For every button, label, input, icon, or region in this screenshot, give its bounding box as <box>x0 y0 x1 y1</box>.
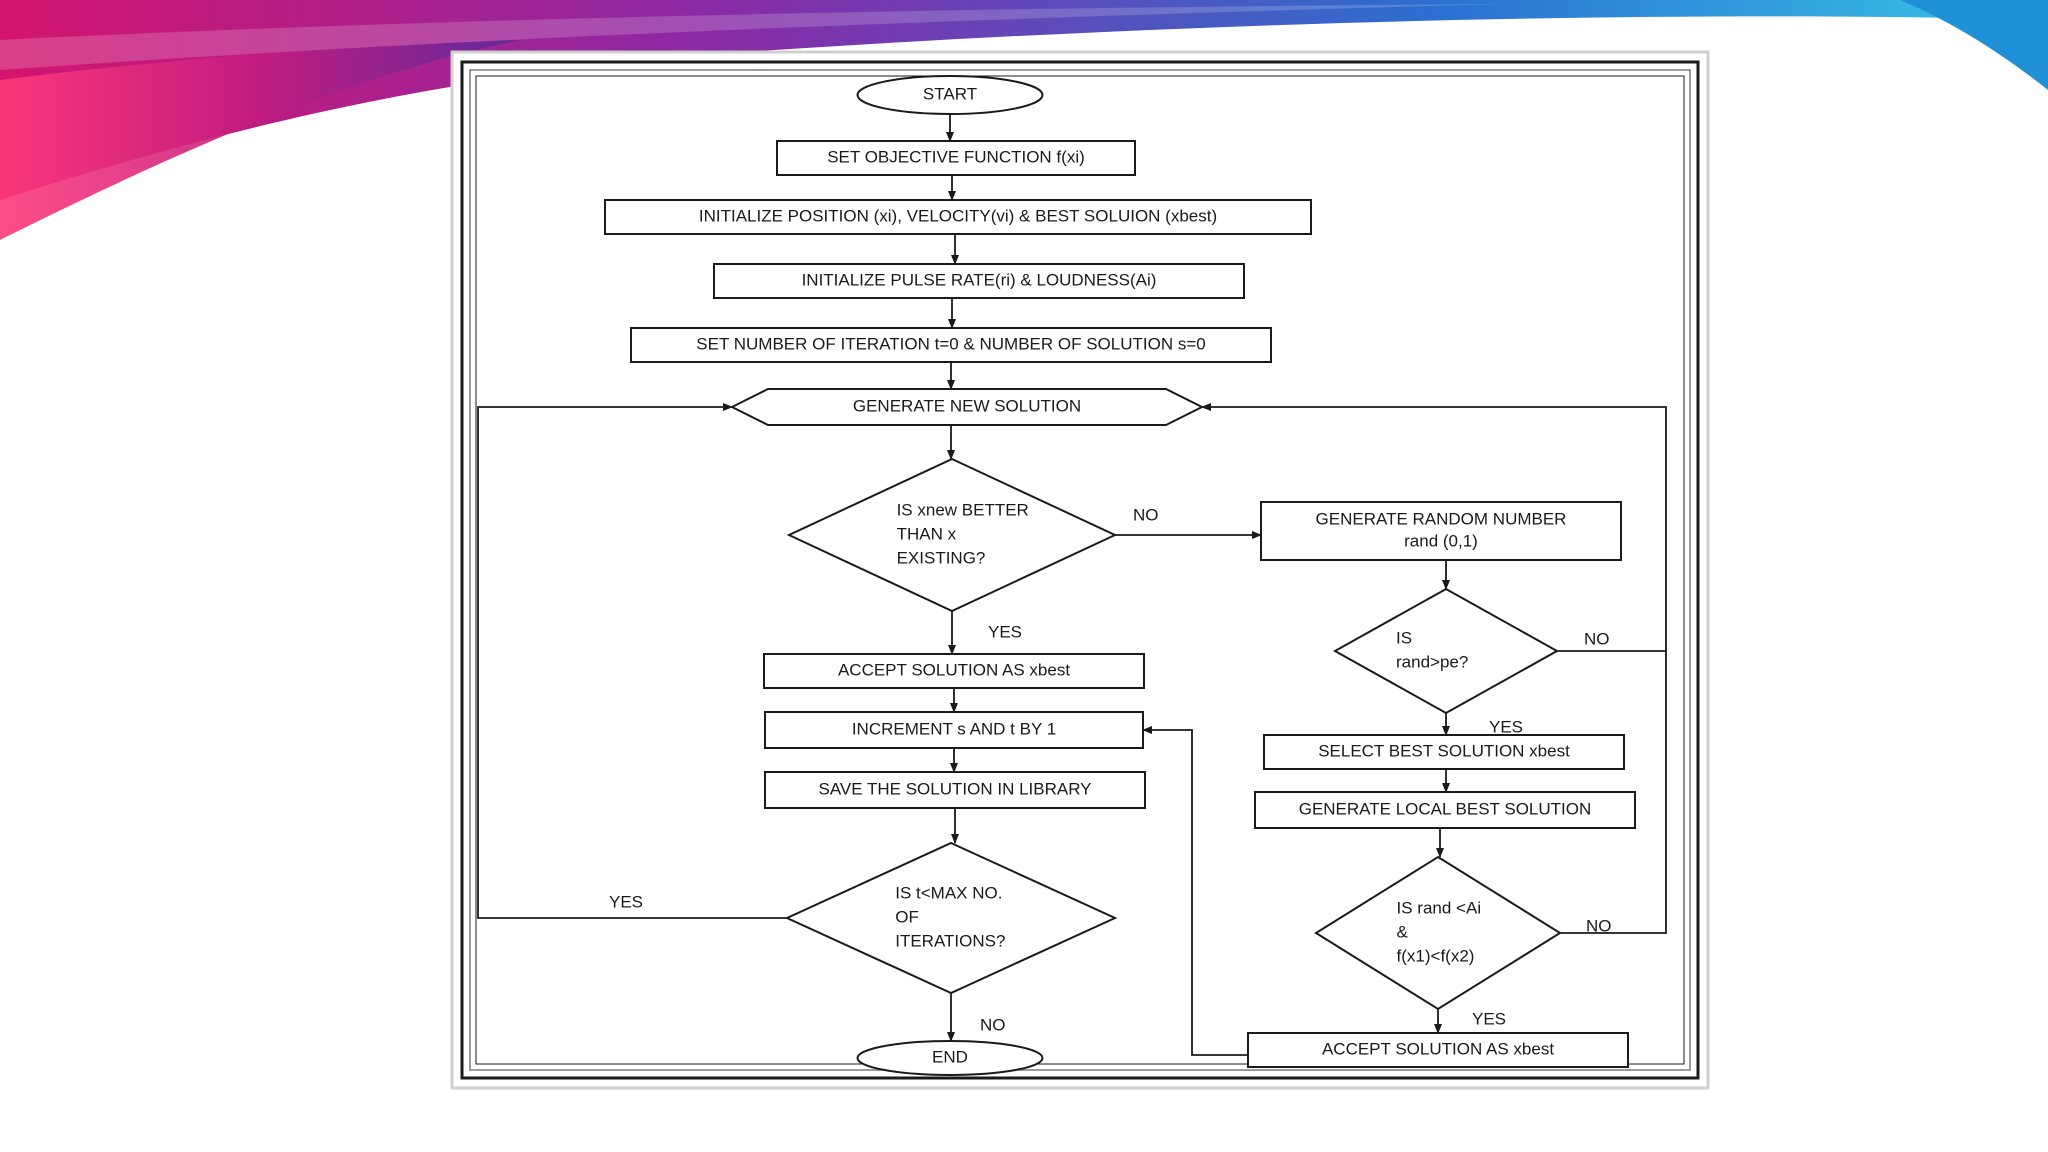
node-accept-best: ACCEPT SOLUTION AS xbest <box>763 653 1145 689</box>
node-label-is-rand-ai-line-2: f(x1)<f(x2) <box>1397 946 1475 965</box>
node-start: START <box>856 75 1044 115</box>
node-objective: SET OBJECTIVE FUNCTION f(xi) <box>776 140 1136 176</box>
flowchart-nodes: START SET OBJECTIVE FUNCTION f(xi) INITIAL… <box>604 75 1636 1076</box>
node-label-set-iteration: SET NUMBER OF ITERATION t=0 & NUMBER OF … <box>696 334 1205 353</box>
node-label-is-rand-pe-line-1: rand>pe? <box>1396 652 1468 671</box>
node-shape-init-position <box>604 199 1312 235</box>
node-label-is-rand-ai-line-0: IS rand <Ai <box>1397 898 1482 917</box>
node-shape-select-best <box>1263 734 1625 770</box>
node-label-accept-best: ACCEPT SOLUTION AS xbest <box>838 660 1070 679</box>
node-shape-random-number <box>1260 501 1622 561</box>
node-shape-increment <box>764 711 1144 749</box>
node-shape-set-iteration <box>630 327 1272 363</box>
node-save-library: SAVE THE SOLUTION IN LIBRARY <box>764 771 1146 809</box>
edge-label-yes-rand-ai: YES <box>1472 1009 1506 1028</box>
node-select-best: SELECT BEST SOLUTION xbest <box>1263 734 1625 770</box>
node-label-save-library: SAVE THE SOLUTION IN LIBRARY <box>818 779 1091 798</box>
node-label-random-number-line-0: GENERATE RANDOM NUMBER <box>1316 509 1567 528</box>
node-label-is-rand-ai-line-1: & <box>1397 922 1409 941</box>
node-is-better: IS xnew BETTER THAN x EXISTING? <box>786 457 1118 613</box>
flowchart-edge-labels: NO YES NO YES NO YES YES NO <box>609 505 1612 1034</box>
node-label-init-position: INITIALIZE POSITION (xi), VELOCITY(vi) &… <box>699 206 1217 225</box>
node-label-is-max-iter-line-2: ITERATIONS? <box>895 931 1005 950</box>
node-set-iteration: SET NUMBER OF ITERATION t=0 & NUMBER OF … <box>630 327 1272 363</box>
edge-label-yes-better: YES <box>988 622 1022 641</box>
flowchart-edges <box>477 114 1667 1056</box>
node-label-accept-right: ACCEPT SOLUTION AS xbest <box>1322 1039 1554 1058</box>
node-random-number: GENERATE RANDOM NUMBER rand (0,1) <box>1260 501 1622 561</box>
decorative-swoosh-banner <box>0 0 2048 240</box>
node-is-rand-ai: IS rand <Ai & f(x1)<f(x2) <box>1314 855 1562 1011</box>
node-init-position: INITIALIZE POSITION (xi), VELOCITY(vi) &… <box>604 199 1312 235</box>
node-shape-end <box>856 1040 1044 1076</box>
node-label-end: END <box>932 1047 968 1066</box>
node-shape-accept-right <box>1247 1032 1629 1068</box>
edge-randpe-no-loop <box>1201 403 1667 652</box>
node-increment: INCREMENT s AND t BY 1 <box>764 711 1144 749</box>
node-label-objective: SET OBJECTIVE FUNCTION f(xi) <box>827 147 1085 166</box>
node-label-local-best: GENERATE LOCAL BEST SOLUTION <box>1299 799 1592 818</box>
node-label-generate-new: GENERATE NEW SOLUTION <box>853 396 1081 415</box>
node-label-is-rand-pe-line-0: IS <box>1396 628 1412 647</box>
node-label-select-best: SELECT BEST SOLUTION xbest <box>1318 741 1570 760</box>
node-generate-new: GENERATE NEW SOLUTION <box>729 388 1205 426</box>
node-shape-local-best <box>1254 791 1636 829</box>
node-label-is-max-iter-line-0: IS t<MAX NO. <box>895 883 1002 902</box>
edge-maxiter-yes-loop <box>477 403 787 919</box>
edge-label-no-better: NO <box>1133 505 1159 524</box>
swoosh-band-main <box>0 0 2048 200</box>
node-label-increment: INCREMENT s AND t BY 1 <box>852 719 1056 738</box>
edge-label-yes-max-iter: YES <box>609 892 643 911</box>
node-shape-objective <box>776 140 1136 176</box>
node-label-is-better-line-1: THAN x <box>897 524 957 543</box>
node-end: END <box>856 1040 1044 1076</box>
edge-label-no-rand-ai: NO <box>1586 916 1612 935</box>
node-shape-is-better <box>786 457 1118 613</box>
node-shape-init-pulse <box>713 263 1245 299</box>
edge-accept-right-increment <box>1142 726 1248 1056</box>
edge-randai-no-loop <box>1560 651 1667 934</box>
node-shape-start <box>856 75 1044 115</box>
swoosh-band-pink <box>0 40 520 240</box>
node-label-start: START <box>923 84 977 103</box>
swoosh-band-right <box>1900 0 2048 90</box>
node-label-random-number-line-1: rand (0,1) <box>1404 531 1478 550</box>
node-shape-is-rand-ai <box>1314 855 1562 1011</box>
node-shape-is-rand-pe <box>1332 587 1560 715</box>
node-is-rand-pe: IS rand>pe? <box>1332 587 1560 715</box>
edge-label-no-rand-pe: NO <box>1584 629 1610 648</box>
node-shape-is-max-iter <box>784 841 1118 995</box>
node-label-init-pulse: INITIALIZE PULSE RATE(ri) & LOUDNESS(Ai) <box>802 270 1157 289</box>
node-label-is-better-line-2: EXISTING? <box>897 548 986 567</box>
node-shape-generate-new <box>729 388 1205 426</box>
node-accept-right: ACCEPT SOLUTION AS xbest <box>1247 1032 1629 1068</box>
node-is-max-iter: IS t<MAX NO. OF ITERATIONS? <box>784 841 1118 995</box>
node-shape-accept-best <box>763 653 1145 689</box>
edge-label-no-max-iter: NO <box>980 1015 1006 1034</box>
edge-label-yes-rand-pe: YES <box>1489 717 1523 736</box>
node-label-is-max-iter-line-1: OF <box>895 907 919 926</box>
node-local-best: GENERATE LOCAL BEST SOLUTION <box>1254 791 1636 829</box>
node-shape-save-library <box>764 771 1146 809</box>
swoosh-highlight <box>0 4 1500 70</box>
node-init-pulse: INITIALIZE PULSE RATE(ri) & LOUDNESS(Ai) <box>713 263 1245 299</box>
node-label-is-better-line-0: IS xnew BETTER <box>897 500 1029 519</box>
